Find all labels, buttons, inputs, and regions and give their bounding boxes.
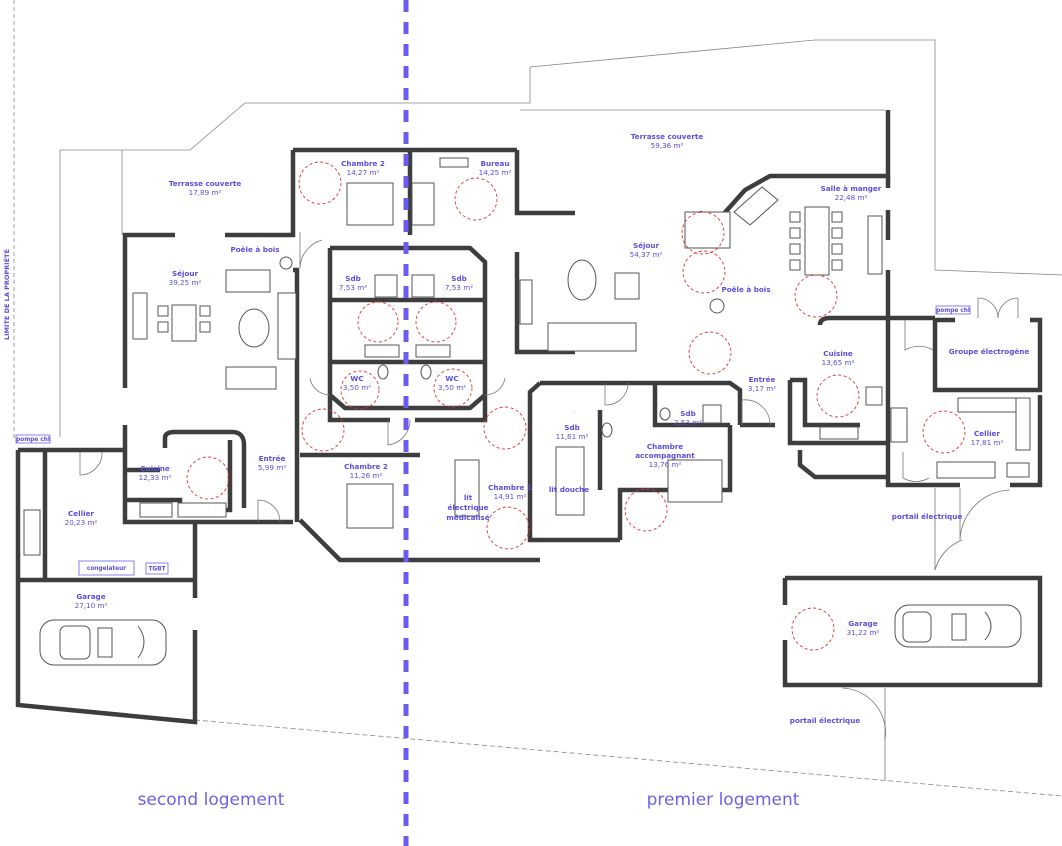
badge-pompe-g: pompe chl xyxy=(15,434,51,444)
label-portail-2: portail électrique xyxy=(790,716,861,725)
svg-text:TGBT: TGBT xyxy=(148,567,165,573)
site-outline xyxy=(13,0,1062,797)
zone-right-title: premier logement xyxy=(647,790,800,810)
svg-text:pompe chl: pompe chl xyxy=(16,437,50,443)
label-lit-douche: lit douche xyxy=(549,485,589,494)
car-left xyxy=(39,619,167,666)
door-swings xyxy=(79,232,1019,780)
furniture xyxy=(23,157,1031,666)
label-lit-med-2: électrique xyxy=(447,503,488,512)
svg-text:congelateur: congelateur xyxy=(87,566,126,572)
badge-congelateur: congelateur xyxy=(78,560,135,576)
label-lit-med-1: lit xyxy=(464,493,473,502)
label-poele-g: Poêle à bois xyxy=(230,245,279,254)
label-poele-d: Poêle à bois xyxy=(721,285,770,294)
badge-pompe-d: pompe chl xyxy=(935,305,971,315)
label-groupe: Groupe électrogène xyxy=(949,347,1030,356)
badges: congelateur TGBT pompe chl pompe chl xyxy=(15,305,971,576)
label-portail-1: portail électrique xyxy=(892,512,963,521)
badge-tgbt: TGBT xyxy=(145,562,169,575)
turning-circles xyxy=(186,161,966,651)
property-limit-label: LIMITE DE LA PROPRIÉTÉ xyxy=(2,249,11,340)
zone-left-title: second logement xyxy=(138,790,285,810)
car-right xyxy=(894,604,1022,648)
label-lit-med-3: médicalisé xyxy=(446,513,489,522)
svg-text:pompe chl: pompe chl xyxy=(936,308,970,314)
openings xyxy=(122,188,1030,640)
